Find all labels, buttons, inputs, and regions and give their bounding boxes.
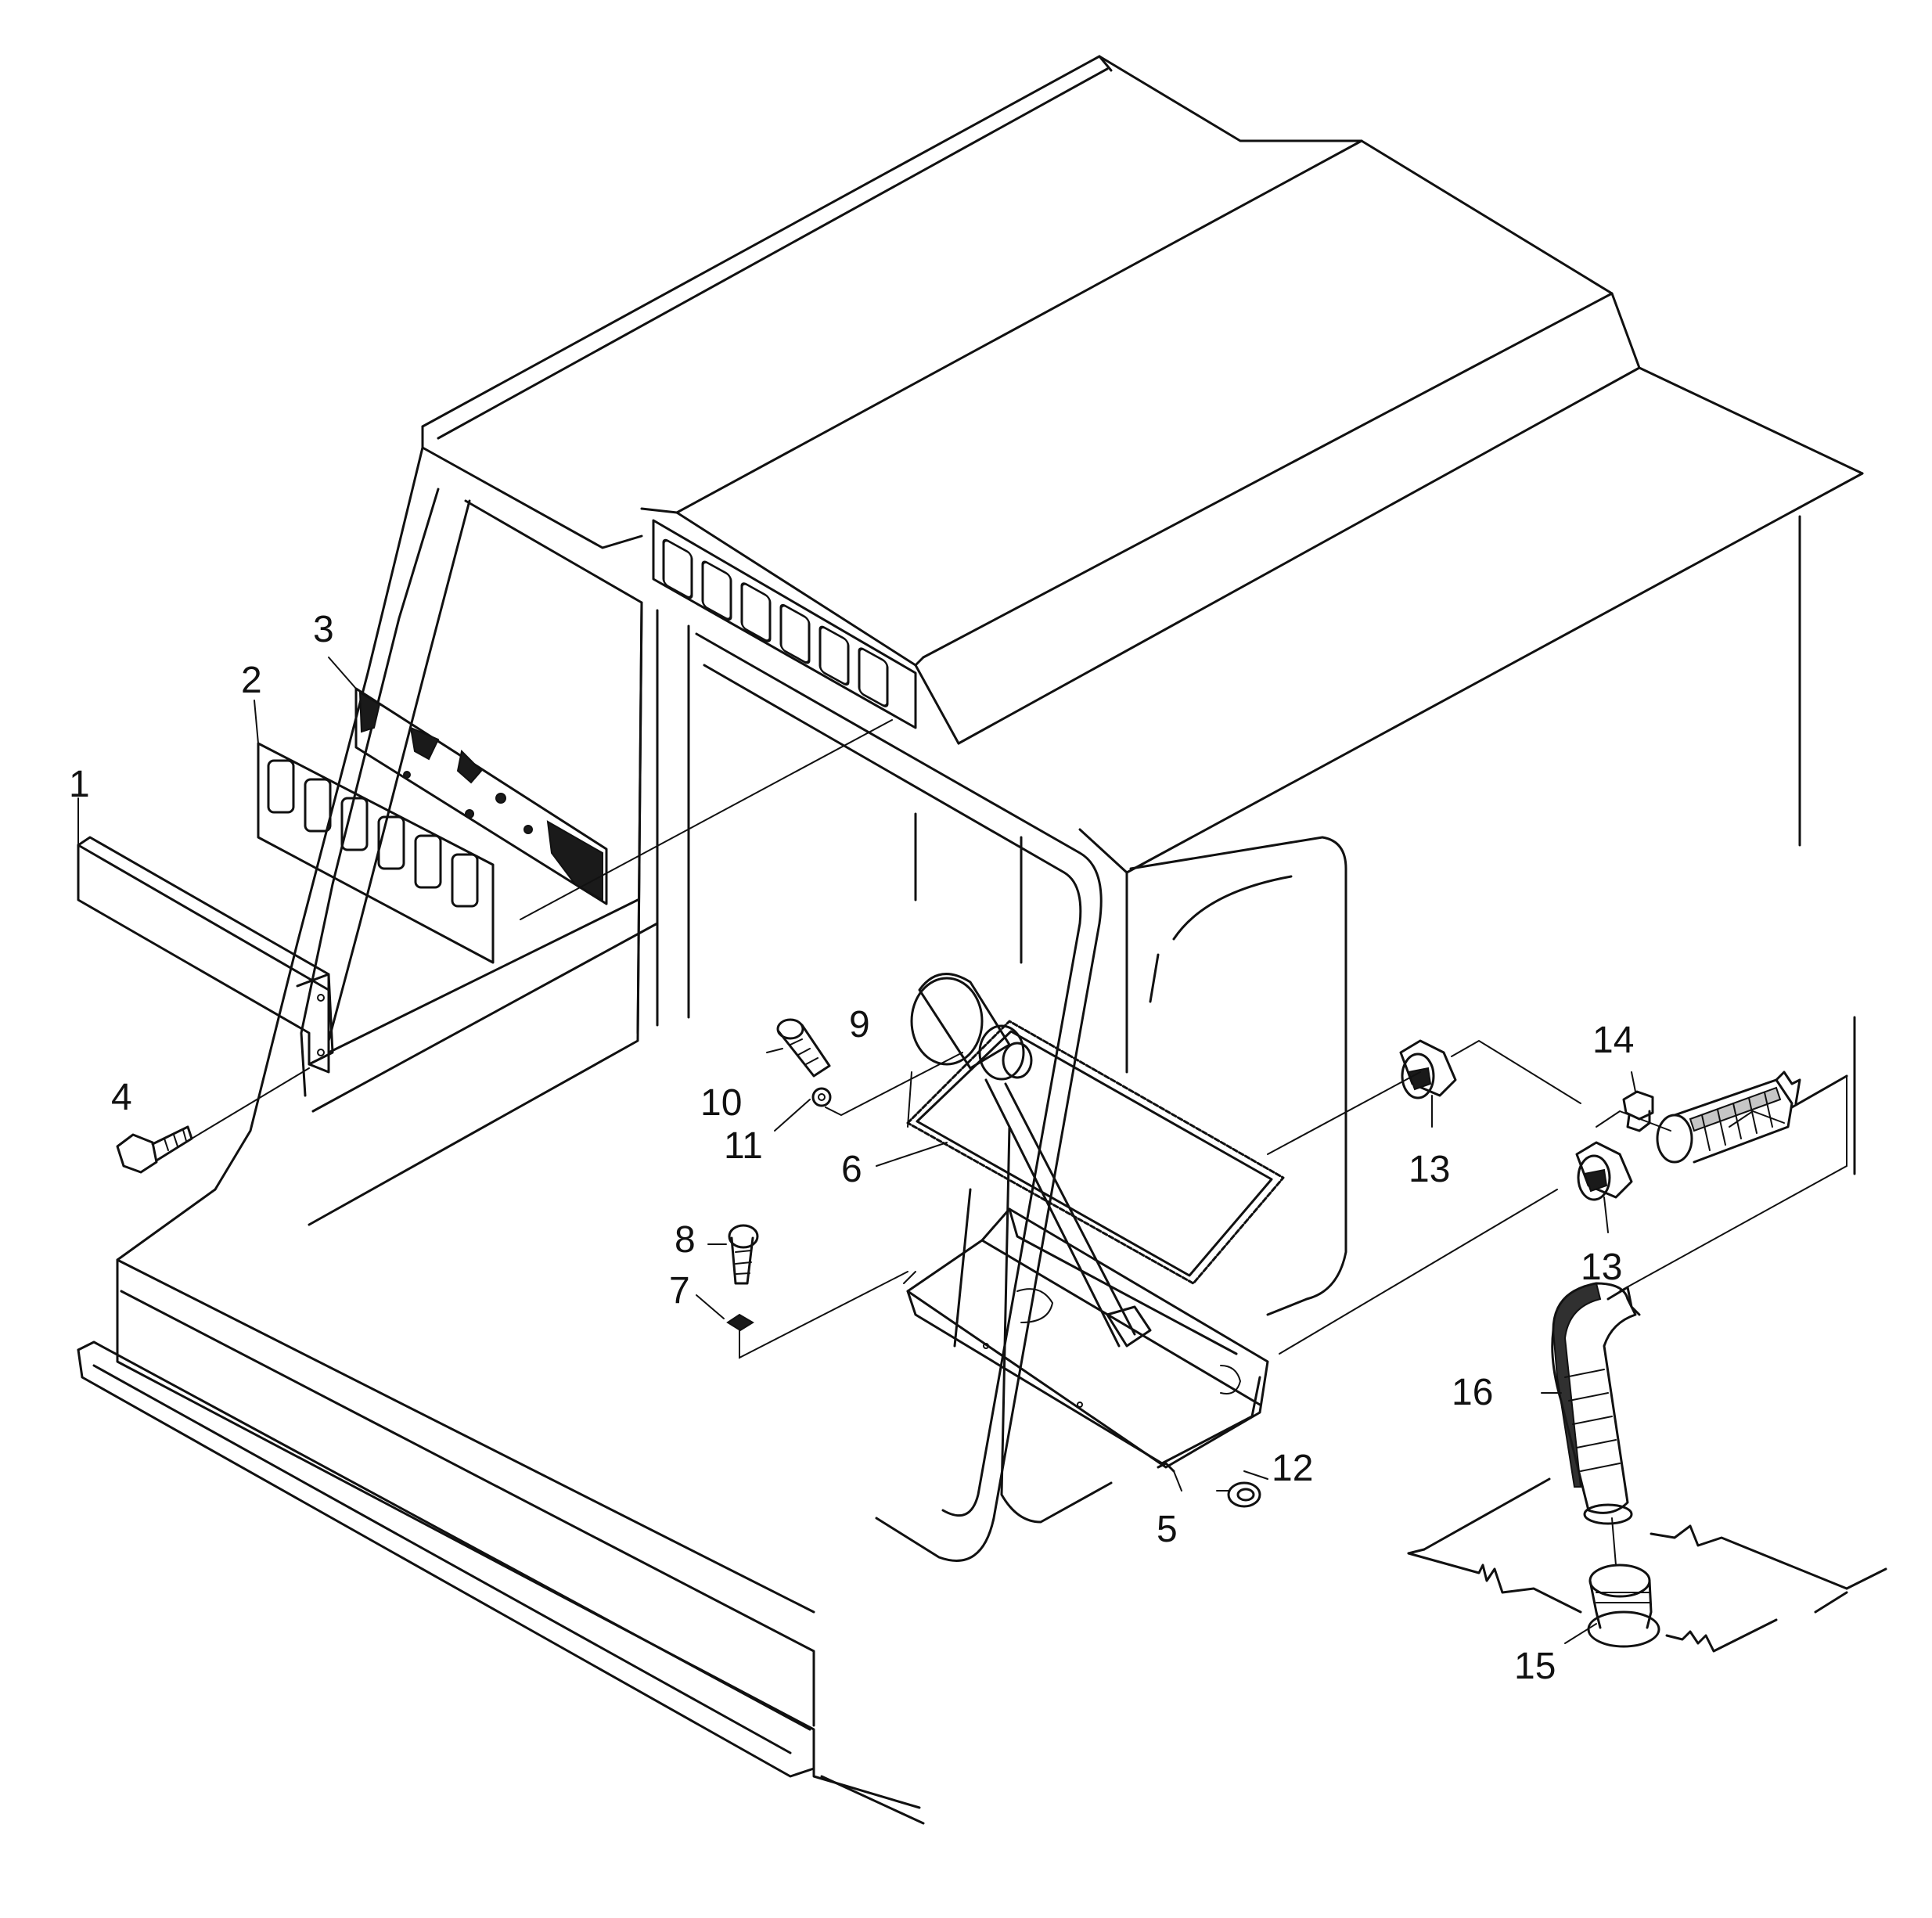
- part-14-fitting: [1622, 1090, 1654, 1132]
- roof-vent-grille: [652, 519, 917, 729]
- callout-8: 8: [675, 1219, 696, 1261]
- callout-3: 3: [313, 609, 334, 650]
- part-8-bolt: [728, 1224, 759, 1285]
- leader-lines: [77, 657, 1847, 1644]
- callout-9: 9: [849, 1004, 870, 1045]
- callout-13-upper: 13: [1409, 1149, 1450, 1190]
- part-2-slotted-gasket: [257, 742, 495, 964]
- part-16-flex-hose: [1551, 1282, 1641, 1525]
- part-5-duct-tray: [906, 1207, 1269, 1473]
- callout-16: 16: [1452, 1372, 1493, 1413]
- part-4-bolt: [116, 1125, 193, 1174]
- part-12-grommet: [1227, 1481, 1261, 1508]
- callout-15: 15: [1514, 1646, 1556, 1687]
- callout-12: 12: [1272, 1448, 1313, 1489]
- cab-body: [77, 446, 1856, 1825]
- part-3-filter-panel: [354, 687, 608, 905]
- part-9-blower-motor: [910, 973, 1152, 1348]
- callout-14: 14: [1592, 1020, 1634, 1061]
- callout-4: 4: [111, 1077, 132, 1118]
- callout-11: 11: [724, 1125, 763, 1167]
- part-11-washer: [811, 1087, 832, 1107]
- part-1-cover: [77, 836, 334, 1074]
- callout-1: 1: [69, 764, 90, 805]
- callout-10: 10: [700, 1082, 742, 1124]
- callout-6: 6: [841, 1149, 862, 1190]
- callout-5: 5: [1157, 1509, 1178, 1550]
- part-13-hose-clamp-lower: [1575, 1141, 1633, 1201]
- callout-13-lower: 13: [1581, 1247, 1622, 1288]
- upper-hose-section: [1656, 1071, 1848, 1164]
- callout-labels: 1 2 3 4 5 6 7 8 9 10 11 12 13 13 14 15 1…: [69, 609, 1634, 1687]
- part-10-bolt: [776, 1018, 831, 1078]
- part-15-floor-fitting: [1407, 1477, 1887, 1653]
- callout-2: 2: [241, 660, 262, 701]
- callout-7: 7: [669, 1270, 690, 1312]
- cab-roof: [421, 55, 1864, 874]
- part-13-hose-clamp-upper: [1399, 1039, 1457, 1099]
- part-7-washer: [726, 1313, 754, 1332]
